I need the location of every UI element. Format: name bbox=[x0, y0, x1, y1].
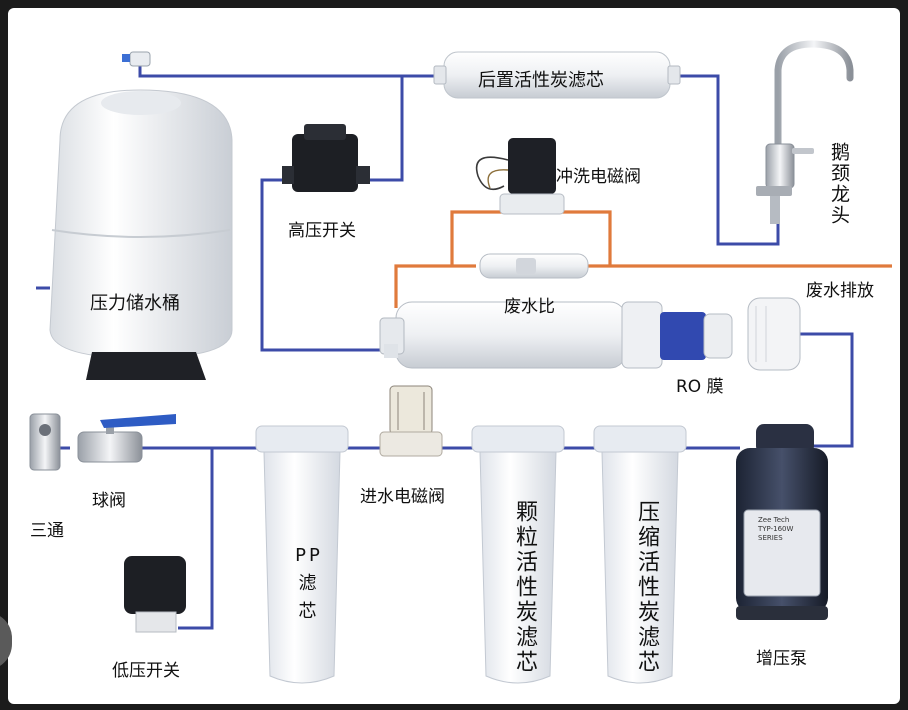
label-flush-solenoid: 冲洗电磁阀 bbox=[556, 167, 641, 187]
label-inlet-solenoid: 进水电磁阀 bbox=[360, 487, 445, 507]
ball-valve-graphic bbox=[77, 414, 176, 463]
waste-ratio-graphic bbox=[479, 253, 589, 279]
pp-filter-housing-graphic bbox=[255, 425, 349, 684]
label-waste-ratio: 废水比 bbox=[504, 297, 555, 317]
pressure-tank-graphic bbox=[49, 51, 233, 380]
three-way-tee-graphic bbox=[29, 413, 61, 471]
inlet-solenoid-graphic bbox=[379, 385, 443, 457]
label-ball-valve: 球阀 bbox=[92, 491, 126, 511]
ro-system-diagram: Zee Tech TYP-160W SERIES 后置活性炭滤芯 压力储水桶 高… bbox=[8, 8, 900, 704]
label-post-carbon-filter: 后置活性炭滤芯 bbox=[478, 70, 604, 91]
gooseneck-faucet-graphic bbox=[756, 40, 854, 224]
label-compressed-carbon-filter: 压缩活性炭滤芯 bbox=[634, 500, 659, 675]
flush-solenoid-graphic bbox=[475, 138, 565, 215]
pump-nameplate: Zee Tech TYP-160W SERIES bbox=[758, 516, 818, 543]
compressed-carbon-housing-graphic bbox=[593, 425, 687, 684]
label-granular-carbon-filter: 颗粒活性炭滤芯 bbox=[512, 500, 537, 675]
label-three-way: 三通 bbox=[30, 521, 64, 541]
pump-nameplate-line: Zee Tech bbox=[758, 516, 790, 524]
label-low-pressure-switch: 低压开关 bbox=[112, 661, 180, 681]
pump-nameplate-line: TYP-160W bbox=[758, 525, 794, 533]
booster-pump-graphic bbox=[736, 424, 828, 620]
label-pp-filter: PP 滤 芯 bbox=[295, 545, 323, 622]
high-pressure-switch-graphic bbox=[282, 124, 370, 192]
post-carbon-filter-graphic bbox=[433, 51, 681, 99]
label-ro-membrane: RO 膜 bbox=[676, 377, 724, 397]
label-gooseneck-faucet: 鹅颈龙头 bbox=[828, 142, 850, 226]
diagram-artwork bbox=[29, 40, 892, 684]
label-pressure-tank: 压力储水桶 bbox=[90, 293, 180, 314]
label-high-pressure-switch: 高压开关 bbox=[288, 221, 356, 241]
low-pressure-switch-graphic bbox=[124, 556, 186, 633]
pump-nameplate-line: SERIES bbox=[758, 534, 783, 542]
label-waste-discharge: 废水排放 bbox=[806, 281, 874, 301]
label-booster-pump: 增压泵 bbox=[756, 649, 807, 669]
granular-carbon-housing-graphic bbox=[471, 425, 565, 684]
filter-housings bbox=[255, 425, 687, 684]
side-scroll-tab[interactable] bbox=[0, 612, 12, 670]
ro-membrane-graphic bbox=[379, 297, 801, 371]
waste-pipes bbox=[394, 210, 892, 308]
